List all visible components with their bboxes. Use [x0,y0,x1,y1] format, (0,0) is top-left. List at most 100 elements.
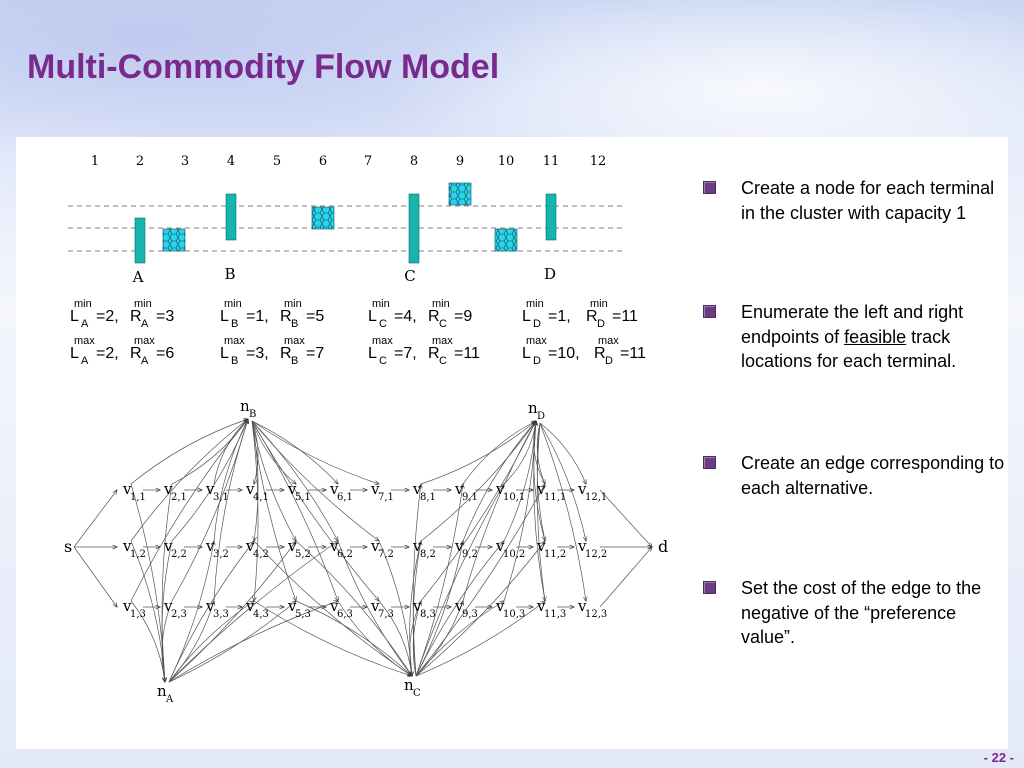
vertex-label: v [370,537,380,555]
column-number: 11 [543,154,560,169]
range-r-value: =3 [156,308,174,325]
terminal-edge [412,541,421,677]
vertex-label: v [495,597,505,615]
range-superscript-min: min [590,298,608,310]
range-superscript-max: max [598,335,619,347]
vertex-subscript: 11,2 [544,549,566,560]
vertex-label: v [412,597,422,615]
range-l-value: =2, [96,308,119,325]
vertex-label: v [287,480,297,498]
terminal-edge [168,601,214,683]
range-superscript-min: min [526,298,544,310]
terminal-edge [415,484,504,677]
vertex-label: v [370,597,380,615]
bullet-text: Create a node for each terminal in the c… [741,178,995,223]
terminal-edge [168,541,254,683]
vertex-subscript: 8,1 [420,492,436,503]
terminal-edge [251,420,259,601]
terminal-label: C [404,267,415,285]
vertex-label: v [536,480,546,498]
terminal-a-bar [134,217,146,264]
range-l-letter: L [220,345,229,362]
terminal-edge [253,600,412,676]
column-number: 9 [456,154,464,169]
terminal-edge [171,419,248,542]
range-l-value: =2, [96,345,119,362]
source-edge [73,490,117,548]
range-r-letter: R [280,345,292,362]
vertex-subscript: 3,2 [213,549,229,560]
terminal-edge [295,540,412,676]
vertex-label: v [577,597,587,615]
vertex-label: v [329,537,339,555]
terminal-edge [171,419,248,485]
vertex-subscript: 3,3 [213,609,229,620]
vertex-label: v [245,537,255,555]
range-superscript-min: min [224,298,242,310]
range-l-subscript: A [81,355,89,367]
terminal-label: B [224,265,235,283]
terminal-edge [171,419,248,602]
range-r-letter: R [586,308,598,325]
vertex-subscript: 4,2 [253,549,269,560]
vertex-subscript: 1,2 [130,549,146,560]
blocked-cell [311,206,335,230]
slide-title: Multi-Commodity Flow Model [27,48,500,86]
vertex-subscript: 6,2 [337,549,353,560]
terminal-edge [415,601,463,677]
vertex-subscript: 12,3 [585,609,607,620]
range-l-value: =10, [548,345,580,362]
range-l-subscript: A [81,318,89,330]
column-number: 2 [136,154,144,169]
vertex-label: v [122,597,132,615]
terminal-edge [251,420,296,484]
terminal-edge [251,420,259,484]
terminal-edge [253,540,412,676]
terminal-edge [251,420,296,541]
vertex-subscript: 10,1 [503,492,525,503]
range-l-value: =7, [394,345,417,362]
terminal-edge [415,484,545,677]
range-superscript-max: max [526,335,547,347]
terminal-edge [251,420,296,601]
vertex-label: v [287,537,297,555]
terminal-edge [412,484,421,677]
vertex-label: v [577,537,587,555]
terminal-edge [539,422,586,484]
range-r-value: =5 [306,308,324,325]
terminal-edge [536,422,545,601]
terminal-edge [168,601,338,683]
bullet-text: Enumerate the left and right endpoints o… [741,302,964,347]
terminal-edge [251,420,379,601]
terminal-edge [415,541,504,677]
vertex-subscript: 4,3 [253,609,269,620]
terminal-edge [213,419,248,602]
terminal-edge [410,540,422,676]
range-r-value: =11 [620,345,646,362]
terminal-edge [415,601,545,677]
range-superscript-max: max [432,335,453,347]
vertex-subscript: 3,1 [213,492,229,503]
vertex-label: v [536,537,546,555]
terminal-node-label: n [240,397,250,415]
range-l-value: =4, [394,308,417,325]
bullet-square-icon [703,456,716,469]
vertex-label: v [577,480,587,498]
terminal-edge [168,601,254,683]
terminal-edge [415,541,545,677]
bullet-text: Set the cost of the edge to the negative… [741,578,982,647]
vertex-label: v [412,480,422,498]
vertex-label: v [495,537,505,555]
vertex-subscript: 8,3 [420,609,436,620]
vertex-label: v [205,480,215,498]
vertex-subscript: 8,2 [420,549,436,560]
range-r-letter: R [428,345,440,362]
vertex-label: v [122,480,132,498]
terminal-edge [462,421,536,542]
range-l-value: =3, [246,345,269,362]
terminal-edge [462,421,536,485]
terminal-edge [503,421,536,602]
range-superscript-min: min [432,298,450,310]
terminal-edge [295,600,412,676]
vertex-subscript: 9,1 [462,492,478,503]
